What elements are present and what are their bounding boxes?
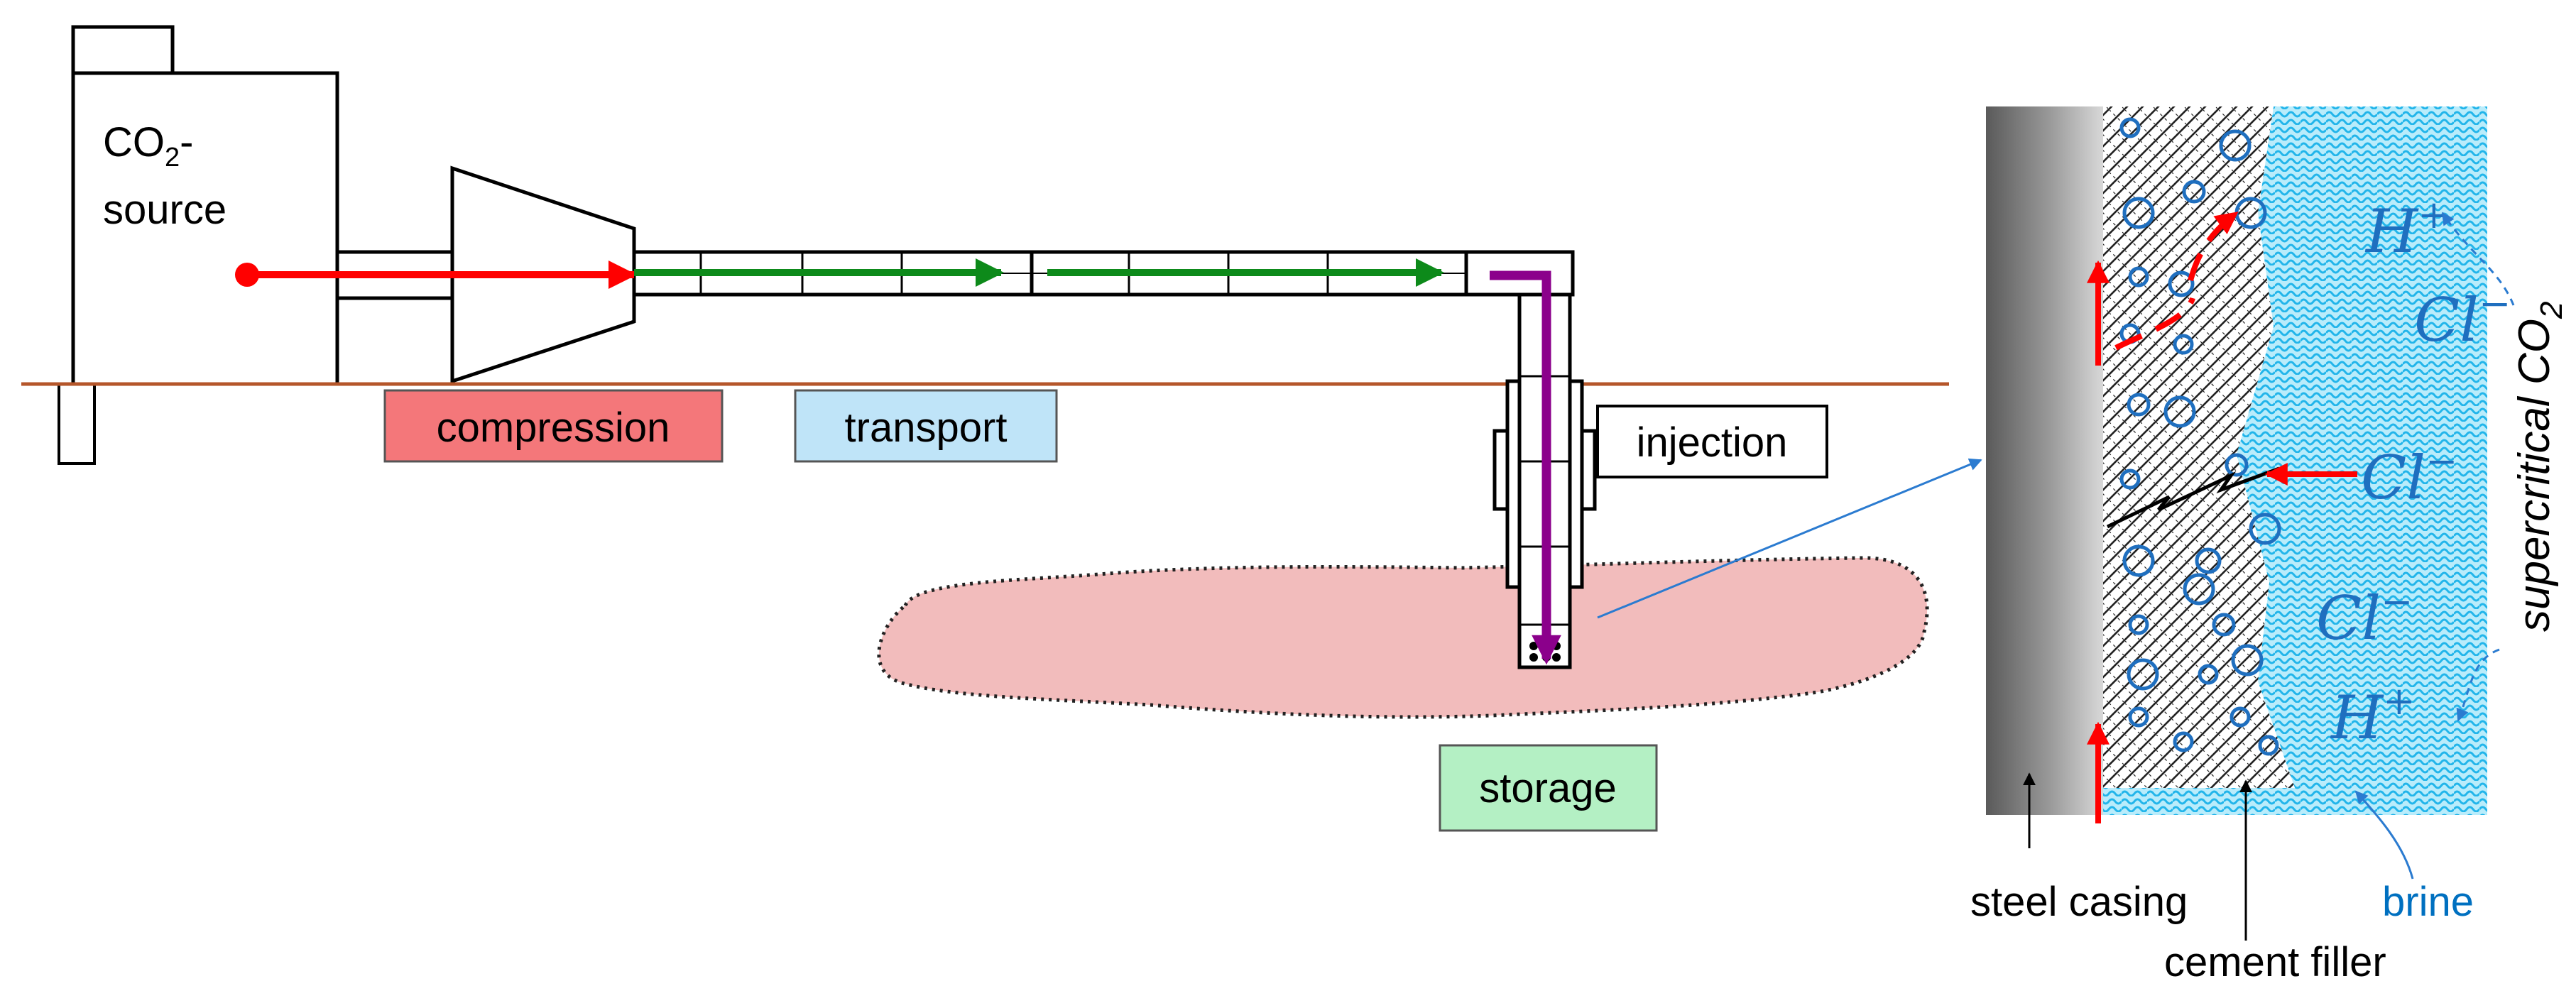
ion-cl-top: Cl− xyxy=(2414,281,2511,355)
steel-casing-label: steel casing xyxy=(1970,879,2188,925)
transport-label: transport xyxy=(845,405,1008,451)
flow-origin-dot xyxy=(235,263,259,287)
detail-pointer-line xyxy=(1597,458,1982,619)
source-pipe xyxy=(337,250,452,300)
cement-crack xyxy=(2106,466,2280,529)
brine-label: brine xyxy=(2382,879,2474,925)
well-cross-section xyxy=(1986,106,2487,815)
storage-label: storage xyxy=(1479,765,1616,811)
ion-h-bottom: H+ xyxy=(2330,679,2416,752)
brine-pointer xyxy=(2354,790,2414,880)
compression-label: compression xyxy=(437,405,670,451)
supercritical-pointer-bottom xyxy=(2456,648,2500,722)
injection-flow-arrow xyxy=(1490,270,1561,665)
ion-cl-middle: Cl− xyxy=(2361,439,2457,513)
supercritical-pointer-top xyxy=(2441,212,2515,306)
source-building xyxy=(58,25,339,465)
injection-box xyxy=(1596,405,1828,478)
cement-filler-label: cement filler xyxy=(2164,939,2386,985)
supercritical-co2-label: supercritical CO2 xyxy=(2510,302,2569,632)
brine-region xyxy=(2103,106,2487,815)
ion-h-top: H+ xyxy=(2364,192,2450,266)
steel-casing-wall xyxy=(1986,106,2103,815)
injection-label: injection xyxy=(1637,420,1788,466)
ion-cl-bottom: Cl− xyxy=(2316,579,2413,653)
compression-box xyxy=(383,389,724,463)
storage-box xyxy=(1439,744,1658,832)
source-label-line2: source xyxy=(103,187,227,233)
source-label-line1: CO2- xyxy=(103,119,193,172)
leak-path-dashed xyxy=(2114,213,2237,351)
storage-reservoir xyxy=(877,556,1929,719)
cement-filler-region xyxy=(2103,106,2295,788)
transport-box xyxy=(794,389,1058,463)
